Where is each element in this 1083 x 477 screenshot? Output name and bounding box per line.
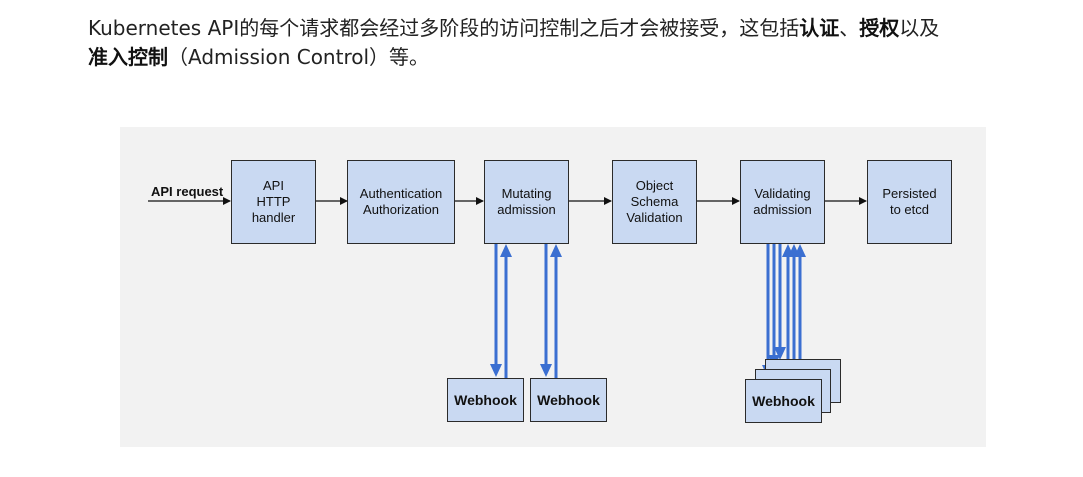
authentication-authorization-node: Authentication Authorization <box>347 160 455 244</box>
mutating-webhook-2: Webhook <box>530 378 607 422</box>
intro-text-1: Kubernetes API的每个请求都会经过多阶段的访问控制之后才会被接受，这… <box>88 16 800 40</box>
validating-admission-node: Validating admission <box>740 160 825 244</box>
api-request-label: API request <box>151 184 224 199</box>
intro-text-2: 以及 <box>899 16 940 40</box>
intro-sep: 、 <box>839 16 860 40</box>
api-http-handler-node: API HTTP handler <box>231 160 316 244</box>
mutating-webhook-1: Webhook <box>447 378 524 422</box>
intro-paragraph: Kubernetes API的每个请求都会经过多阶段的访问控制之后才会被接受，这… <box>88 14 1078 72</box>
object-schema-validation-node: Object Schema Validation <box>612 160 697 244</box>
intro-authz: 授权 <box>859 16 900 40</box>
intro-admission: 准入控制 <box>88 45 168 69</box>
intro-text-3: （Admission Control）等。 <box>168 45 430 69</box>
persisted-etcd-node: Persisted to etcd <box>867 160 952 244</box>
mutating-admission-node: Mutating admission <box>484 160 569 244</box>
intro-auth: 认证 <box>799 16 840 40</box>
validating-webhook: Webhook <box>745 379 822 423</box>
